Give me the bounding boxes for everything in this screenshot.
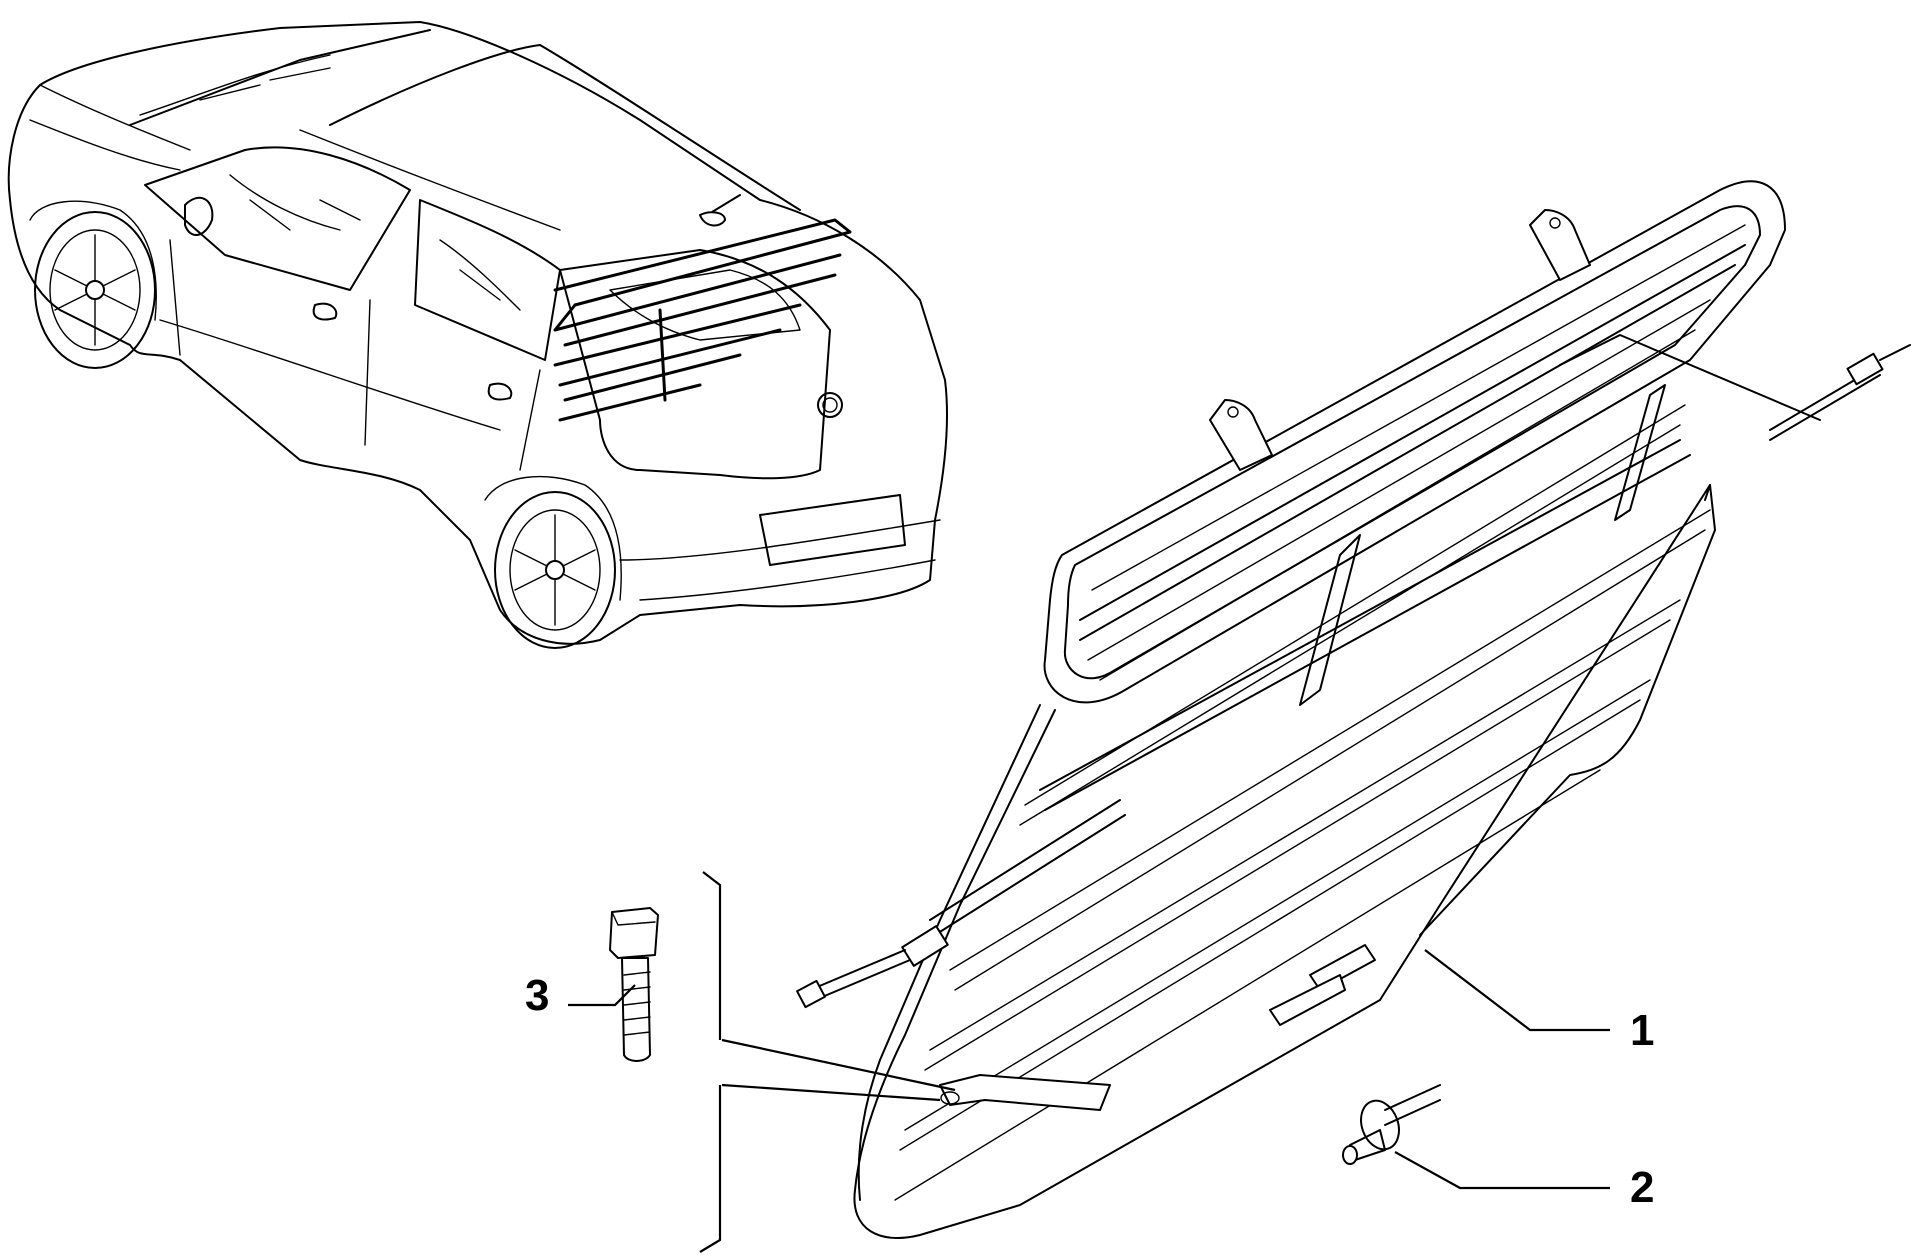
bolt-drawing bbox=[609, 907, 659, 1062]
leader-lines bbox=[568, 871, 1610, 1253]
callout-2: 2 bbox=[1630, 1163, 1654, 1212]
highlighted-blind-location bbox=[553, 218, 852, 422]
car-illustration bbox=[7, 21, 948, 649]
callout-3: 3 bbox=[525, 971, 549, 1020]
rear-window-blind-drawing bbox=[796, 180, 1911, 1239]
push-rivet-clip-drawing bbox=[1342, 1084, 1441, 1165]
callout-1: 1 bbox=[1630, 1006, 1654, 1055]
